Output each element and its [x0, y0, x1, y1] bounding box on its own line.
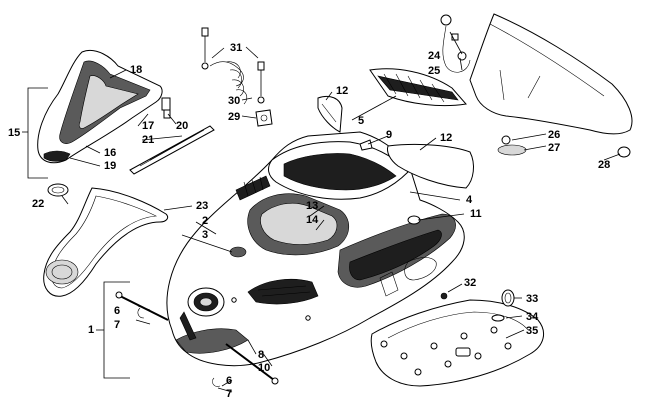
belly-pan: [370, 299, 545, 387]
mirror-cover: [317, 95, 343, 133]
callout-1: 1: [88, 324, 94, 336]
callout-15: 15: [8, 127, 20, 139]
callout-8: 8: [258, 349, 264, 361]
clip: [359, 139, 373, 151]
vent-grille: [369, 68, 467, 107]
callout-14: 14: [306, 214, 319, 226]
leader-lines: [61, 31, 621, 393]
callout-29: 29: [228, 111, 240, 123]
grommet: [47, 183, 69, 197]
callout-22: 22: [32, 198, 44, 210]
callout-3: 3: [202, 229, 208, 241]
callout-10: 10: [258, 362, 270, 374]
callout-2: 2: [202, 215, 208, 227]
callout-12b: 12: [440, 132, 452, 144]
callout-11: 11: [470, 208, 482, 220]
callout-30: 30: [228, 95, 240, 107]
callout-12a: 12: [336, 85, 348, 97]
spring-bracket: [255, 109, 273, 127]
callout-26: 26: [548, 129, 560, 141]
windshield: [469, 13, 633, 156]
callout-35: 35: [526, 325, 538, 337]
callout-7a: 7: [114, 319, 120, 331]
callout-17: 17: [142, 120, 154, 132]
callout-28: 28: [598, 159, 610, 171]
callout-9: 9: [386, 129, 392, 141]
callout-7b: 7: [226, 388, 232, 400]
washer-28: [617, 146, 631, 158]
callout-4: 4: [466, 194, 473, 206]
wing-panel: [387, 143, 474, 189]
windshield-hardware: [440, 14, 471, 73]
callout-31: 31: [230, 42, 242, 54]
callout-25: 25: [428, 65, 440, 77]
callout-18: 18: [130, 64, 142, 76]
callout-6a: 6: [114, 305, 120, 317]
callout-34: 34: [526, 311, 539, 323]
callout-23: 23: [196, 200, 208, 212]
callout-32: 32: [464, 277, 476, 289]
callout-24: 24: [428, 50, 441, 62]
callout-6b: 6: [226, 375, 232, 387]
callout-27: 27: [548, 142, 560, 154]
bracket-1: [96, 281, 130, 379]
callout-16: 16: [104, 147, 116, 159]
decal-strip: [129, 125, 215, 175]
callout-21: 21: [142, 134, 154, 146]
callout-20: 20: [176, 120, 188, 132]
side-panel: [37, 50, 171, 164]
bracket-15: [22, 87, 48, 179]
hood-seal: [43, 187, 169, 297]
hood-spring: [201, 27, 265, 105]
callout-13: 13: [306, 200, 318, 212]
hood: [166, 131, 465, 367]
callout-5: 5: [358, 115, 364, 127]
callouts: 1 2 3 4 5 6 6 7 7 8 9 10 11 12 12 13 14 …: [8, 42, 610, 400]
callout-33: 33: [526, 293, 538, 305]
callout-19: 19: [104, 160, 116, 172]
